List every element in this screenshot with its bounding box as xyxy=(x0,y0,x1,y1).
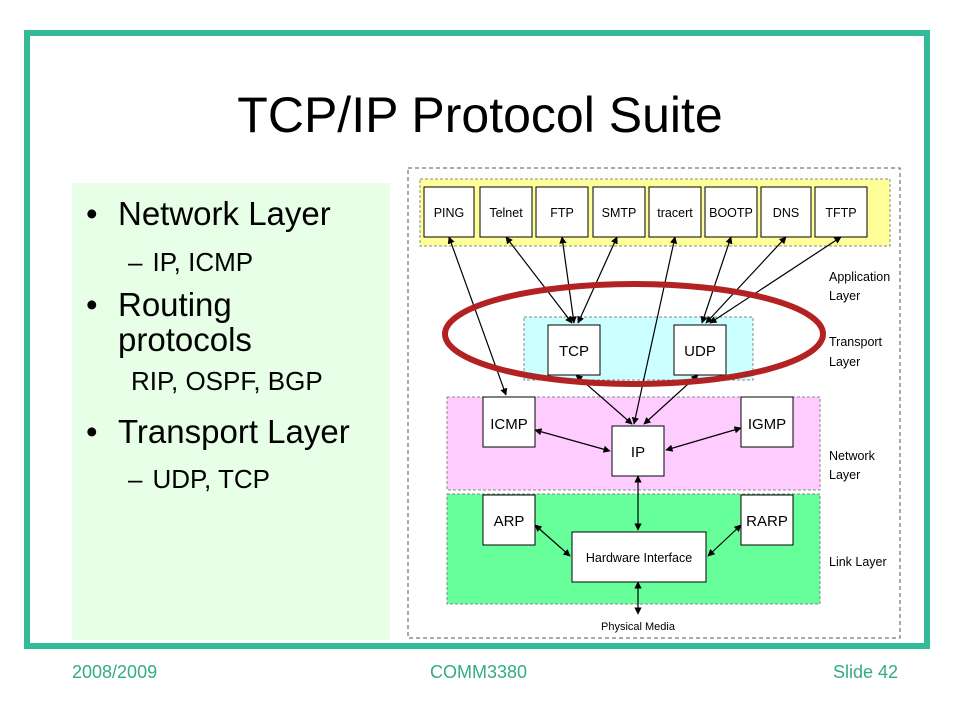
smtp-box xyxy=(592,186,646,238)
arrow-telnet-tcp xyxy=(505,236,573,324)
bullet-text: Routing xyxy=(118,286,232,323)
udp-label: UDP xyxy=(684,343,716,360)
ftp-label: FTP xyxy=(550,206,574,220)
tracert-box xyxy=(648,186,702,238)
footer-course: COMM3380 xyxy=(430,662,528,682)
sub-text: IP, ICMP xyxy=(152,247,254,277)
arrow-tftp-udp xyxy=(709,236,842,324)
icmp-box xyxy=(482,396,536,448)
sub-transport: –UDP, TCP xyxy=(128,464,270,495)
application-layer-label-2: Layer xyxy=(829,289,860,303)
diagram-border xyxy=(407,167,901,639)
bullet-transport: • Transport Layer xyxy=(86,413,350,450)
arp-box xyxy=(482,494,536,546)
telnet-box xyxy=(479,186,533,238)
footer-slide-number: Slide 42 xyxy=(833,662,899,682)
arp-label: ARP xyxy=(494,513,525,530)
bullet-dot: • xyxy=(86,286,98,323)
igmp-label: IGMP xyxy=(748,416,786,433)
bullet-network-layer: • Network Layer xyxy=(86,195,331,232)
sub-routing: RIP, OSPF, BGP xyxy=(131,366,323,396)
dash: – xyxy=(128,464,143,494)
application-layer-label-1: Application xyxy=(829,270,890,284)
ip-box xyxy=(611,425,665,477)
bullet-text: Transport Layer xyxy=(118,413,350,450)
ping-label: PING xyxy=(434,206,465,220)
rarp-box xyxy=(740,494,794,546)
link-layer-label: Link Layer xyxy=(829,555,887,569)
sub-text: UDP, TCP xyxy=(152,464,270,494)
network-layer-label-2: Layer xyxy=(829,468,860,482)
arrow-smtp-tcp xyxy=(577,236,618,324)
icmp-label: ICMP xyxy=(490,416,528,433)
sub-network: –IP, ICMP xyxy=(128,247,253,278)
smtp-label: SMTP xyxy=(602,206,637,220)
tftp-label: TFTP xyxy=(825,206,856,220)
telnet-label: Telnet xyxy=(489,206,523,220)
transport-layer-label-1: Transport xyxy=(829,335,883,349)
arrow-dns-udp xyxy=(705,236,787,324)
ip-label: IP xyxy=(631,444,645,461)
bullet-routing-cont: protocols xyxy=(118,321,252,358)
footer-date: 2008/2009 xyxy=(72,662,158,682)
dns-label: DNS xyxy=(773,206,799,220)
physical-media-label: Physical Media xyxy=(601,621,676,633)
arrow-igmp-ip xyxy=(665,426,742,452)
arrow-bootp-udp xyxy=(700,236,733,324)
slide-title: TCP/IP Protocol Suite xyxy=(237,87,723,143)
hardware-interface-label: Hardware Interface xyxy=(586,551,692,565)
dash: – xyxy=(128,247,143,277)
bootp-label: BOOTP xyxy=(709,206,753,220)
network-layer-label-1: Network xyxy=(829,449,876,463)
dns-box xyxy=(760,186,812,238)
arrow-icmp-ip xyxy=(534,428,611,453)
bullet-text: Network Layer xyxy=(118,195,331,232)
bullet-routing: • Routing xyxy=(86,286,232,323)
bootp-box xyxy=(704,186,758,238)
transport-layer-label-2: Layer xyxy=(829,355,860,369)
ftp-box xyxy=(535,186,589,238)
hardware-interface-box xyxy=(571,531,707,583)
bullet-dot: • xyxy=(86,195,98,232)
igmp-box xyxy=(740,396,794,448)
tcp-label: TCP xyxy=(559,343,589,360)
bullet-panel xyxy=(72,183,390,640)
tcp-box xyxy=(547,324,601,376)
slide-frame xyxy=(24,30,930,649)
arrow-tracert-ip xyxy=(631,236,678,425)
arrow-arp-hw xyxy=(534,524,571,557)
tracert-label: tracert xyxy=(657,206,693,220)
arrow-ftp-tcp xyxy=(559,236,577,324)
arrow-rarp-hw xyxy=(707,524,742,557)
ping-box xyxy=(423,186,475,238)
rarp-label: RARP xyxy=(746,513,788,530)
highlight-ellipse xyxy=(442,281,826,387)
bullet-dot: • xyxy=(86,413,98,450)
